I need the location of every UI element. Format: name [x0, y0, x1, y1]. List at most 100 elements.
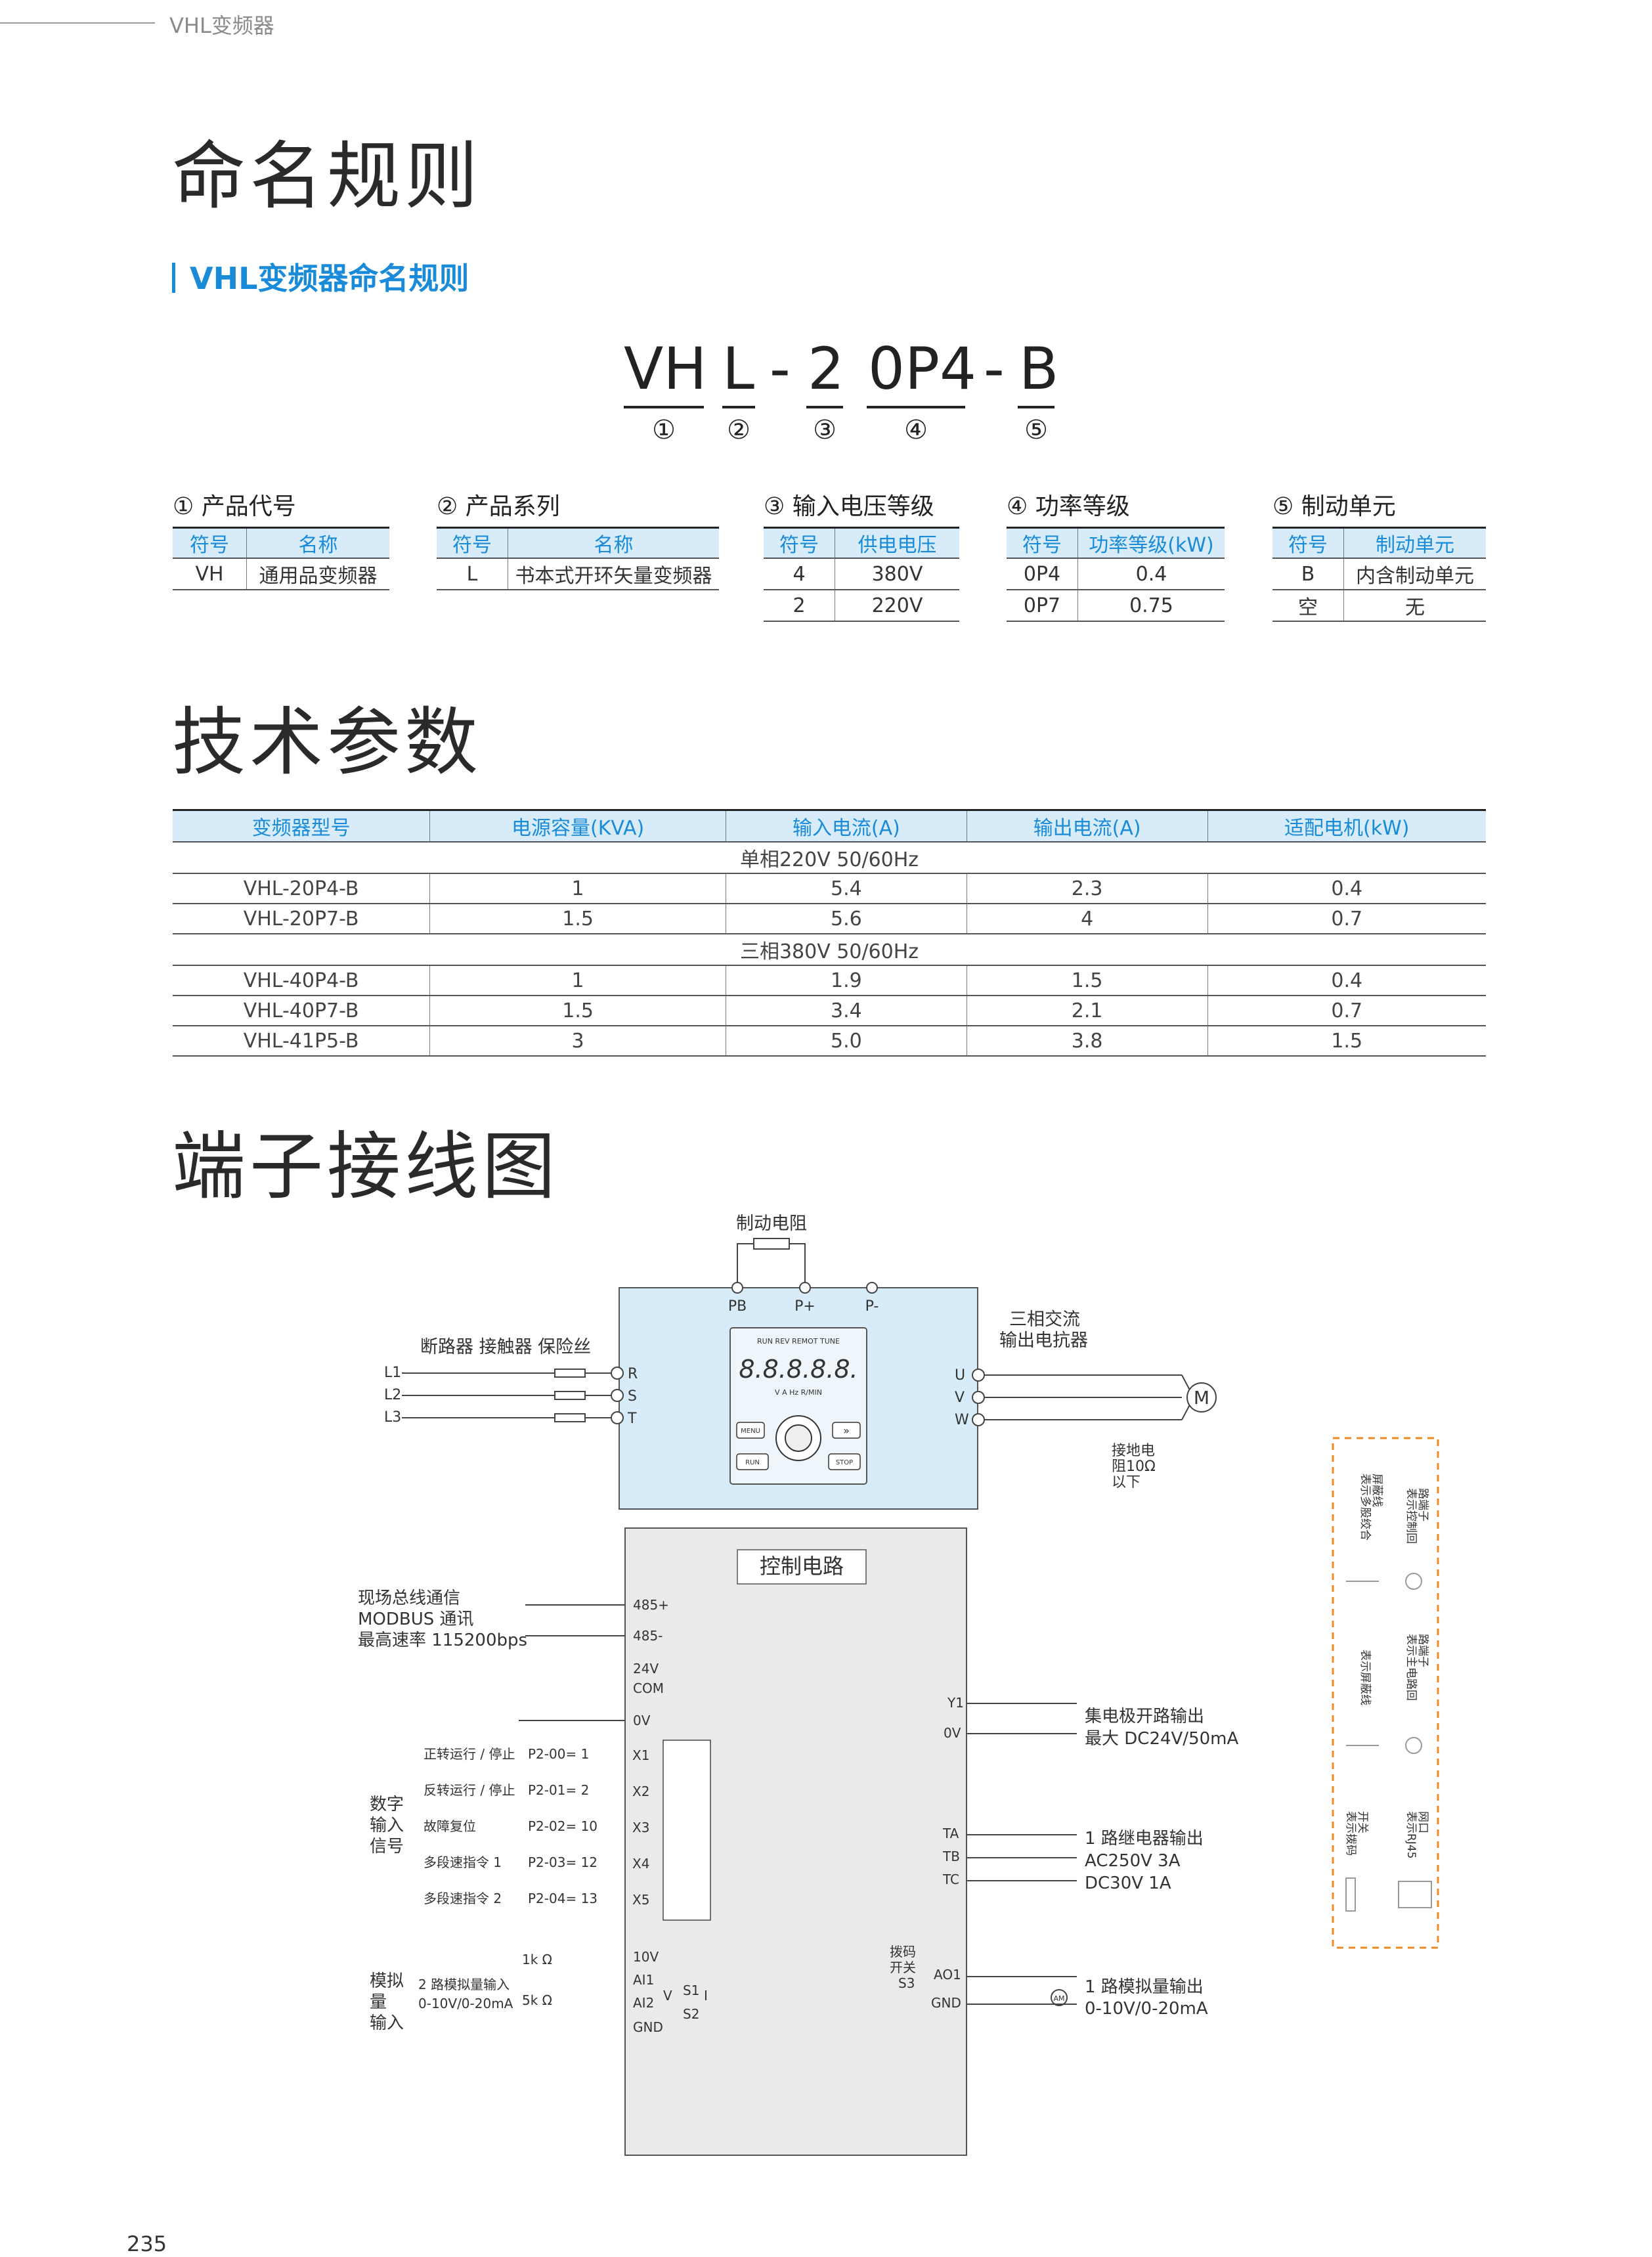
th: 适配电机(kW) [1207, 809, 1486, 843]
analog-label-2: 量 [370, 1992, 387, 2012]
di-term: X2 [632, 1784, 649, 1799]
code-underline-1 [624, 406, 704, 408]
td: 0.75 [1077, 590, 1225, 622]
wire [737, 1243, 754, 1284]
term-ai2: AI2 [633, 1995, 654, 2011]
label-l3: L3 [384, 1409, 401, 1426]
legend: 表示多股绞合 屏蔽线 表示控制回 路端子 表示屏蔽线 表示主电路回 路端子 表示… [1344, 1474, 1432, 1912]
th: 符号 [1007, 527, 1078, 559]
shift-key-label: » [843, 1424, 850, 1437]
term-tb: TB [942, 1849, 960, 1864]
label-pb: PB [728, 1298, 747, 1315]
td: 1.9 [726, 965, 967, 996]
keypad-panel [729, 1327, 867, 1485]
td: 1.5 [429, 996, 726, 1026]
section-title-naming: 命名规则 [172, 134, 482, 219]
di-param: P2-04= 13 [528, 1891, 598, 1906]
legend-text: 表示RJ45 [1404, 1811, 1418, 1858]
code-l: L [722, 335, 755, 403]
th: 制动单元 [1343, 527, 1486, 559]
motor-symbol [1186, 1382, 1217, 1413]
control-title: 控制电路 [760, 1554, 844, 1579]
code-underline-4 [867, 406, 965, 408]
td: B [1272, 558, 1344, 590]
td: 1.5 [429, 904, 726, 934]
term-ao1: AO1 [934, 1967, 961, 1983]
td: 4 [966, 904, 1208, 934]
brake-resistor-label: 制动电阻 [736, 1214, 807, 1234]
term-y1: Y1 [947, 1695, 964, 1711]
switch-i-label: I [704, 1988, 708, 2004]
terminal-s [611, 1389, 624, 1402]
td: 220V [835, 590, 959, 622]
switch-v-label: V [663, 1988, 672, 2004]
output-control-wires [967, 1703, 1077, 2005]
optocoupler-block [663, 1740, 711, 1921]
td: 3 [429, 1026, 726, 1057]
di-param: P2-01= 2 [528, 1782, 589, 1798]
td: VHL-40P4-B [173, 965, 430, 996]
digital-label-3: 信号 [370, 1837, 404, 1856]
code-num-1: ① [652, 415, 676, 445]
th: 电源容量(KVA) [429, 809, 726, 843]
di-func: 多段速指令 2 [424, 1891, 502, 1906]
digital-label-2: 输入 [370, 1816, 404, 1835]
td: 2 [764, 590, 835, 622]
td: VHL-20P4-B [173, 873, 430, 904]
td: 4 [764, 558, 835, 590]
code-brake: B [1019, 335, 1059, 403]
td: 无 [1343, 590, 1486, 622]
label-u: U [955, 1367, 965, 1384]
modbus-label-1: 现场总线通信 [358, 1589, 460, 1608]
relay-label-3: DC30V 1A [1085, 1874, 1171, 1893]
td: VHL-40P7-B [173, 996, 430, 1026]
naming-table-title-2: ② 产品系列 [437, 493, 560, 520]
switch-s2: S2 [683, 2006, 699, 2022]
term-ao-gnd: GND [931, 1995, 961, 2011]
relay-label-1: 1 路继电器输出 [1085, 1829, 1204, 1849]
code-underline-3 [806, 406, 843, 408]
switch-s1: S1 [683, 1983, 699, 1998]
di-func: 正转运行 / 停止 [424, 1746, 515, 1762]
shift-key [832, 1422, 861, 1439]
term-0v: 0V [633, 1713, 651, 1728]
run-key-label: RUN [745, 1459, 760, 1466]
ammeter-symbol [1051, 1989, 1068, 2006]
legend-control-terminal-icon [1405, 1573, 1422, 1590]
control-title-box [737, 1549, 867, 1585]
tech-params-table: 变频器型号 电源容量(KVA) 输入电流(A) 输出电流(A) 适配电机(kW)… [173, 809, 1486, 1057]
terminal-pplus [799, 1282, 811, 1294]
oc-label-1: 集电极开路输出 [1085, 1707, 1204, 1726]
code-num-4: ④ [904, 415, 928, 445]
legend-box [1332, 1437, 1439, 1949]
modbus-label-2: MODBUS 通讯 [358, 1610, 474, 1629]
code-dash-1: - [770, 335, 791, 403]
di-term: X5 [632, 1892, 649, 1908]
naming-table-title-1: ① 产品代号 [173, 493, 296, 520]
di-func: 故障复位 [424, 1818, 476, 1834]
term-y0v: 0V [944, 1725, 961, 1741]
label-l2: L2 [384, 1387, 401, 1403]
keypad-indicators: RUN REV REMOT TUNE [757, 1337, 840, 1346]
td: 0.7 [1207, 904, 1486, 934]
modbus-label-3: 最高速率 115200bps [358, 1631, 527, 1650]
input-wires [402, 1369, 617, 1422]
th: 符号 [173, 527, 247, 559]
resistor-1k: 1k Ω [522, 1952, 552, 1967]
term-24v: 24V [633, 1661, 659, 1676]
th: 功率等级(kW) [1077, 527, 1225, 559]
knob-inner [785, 1424, 812, 1452]
group-row: 单相220V 50/60Hz [173, 842, 1486, 874]
ai-desc-2: 0-10V/0-20mA [418, 1996, 513, 2011]
legend-text: 表示屏蔽线 [1359, 1650, 1372, 1705]
terminal-w [972, 1413, 985, 1426]
label-l1: L1 [384, 1365, 401, 1381]
stop-key [828, 1453, 861, 1470]
header-rule [0, 22, 155, 24]
group-row: 三相380V 50/60Hz [173, 934, 1486, 966]
naming-table-title-3: ③ 输入电压等级 [764, 493, 934, 520]
